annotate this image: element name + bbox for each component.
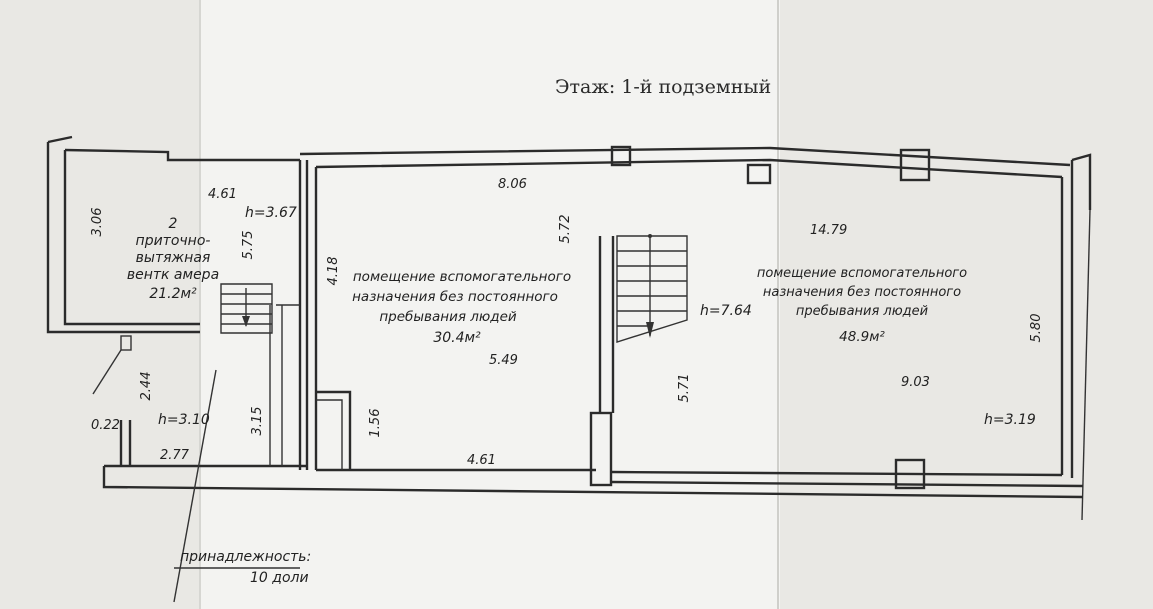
room-area: 21.2м² <box>149 286 197 302</box>
stair-left <box>220 283 273 334</box>
ownership-leader-line <box>173 369 217 603</box>
room-name-line: пребывания людей <box>379 309 517 325</box>
room-auxiliary-right: помещение вспомогательного назначения бе… <box>757 266 1036 428</box>
dim-5-71: 5.71 <box>677 374 692 403</box>
room-name-line: помещение вспомогательного <box>757 266 967 281</box>
room-area: 48.9м² <box>839 329 885 345</box>
dim-5-49: 5.49 <box>489 353 518 368</box>
dim-0-22: 0.22 <box>91 418 120 433</box>
corridor-height: h=3.10 <box>158 412 210 428</box>
room-number: 2 <box>169 216 178 232</box>
ownership-value: 10 доли <box>250 570 309 586</box>
dim-2-44: 2.44 <box>139 372 154 401</box>
room-name-line: пребывания людей <box>796 304 928 319</box>
dim-4-18: 4.18 <box>326 257 341 286</box>
dim-2-77: 2.77 <box>160 448 190 463</box>
dim-9-03: 9.03 <box>901 375 930 390</box>
ownership-note: принадлежность: 10 доли <box>180 549 311 586</box>
walls <box>46 135 1092 521</box>
room-ventilation: 2 приточно- вытяжная вентк амера 21.2м² … <box>127 205 297 302</box>
dim-3-06: 3.06 <box>90 208 105 237</box>
dim-5-75: 5.75 <box>241 231 256 260</box>
room-height: h=3.67 <box>245 205 297 221</box>
room-name-line: помещение вспомогательного <box>353 269 571 285</box>
room-height: h=3.19 <box>984 412 1036 428</box>
dim-1-56: 1.56 <box>368 409 383 438</box>
room-name-line: назначения без постоянного <box>352 289 558 305</box>
dim-5-72: 5.72 <box>558 215 573 244</box>
room-height: h=7.64 <box>700 303 752 319</box>
dim-14-79: 14.79 <box>810 223 847 238</box>
dim-4-61-bottom: 4.61 <box>467 453 496 468</box>
stair-center <box>616 234 688 343</box>
dim-3-15: 3.15 <box>250 407 265 436</box>
floor-title: Этаж: 1-й подземный <box>555 76 771 98</box>
dim-4-61-top: 4.61 <box>208 187 237 202</box>
ownership-label: принадлежность: <box>180 549 311 565</box>
room-name-line: вентк амера <box>127 267 219 283</box>
dim-5-80: 5.80 <box>1029 314 1044 343</box>
room-name-line: приточно- <box>136 233 211 249</box>
dimension-labels: 4.61 3.06 5.75 8.06 5.72 4.18 5.49 14.79… <box>90 177 1044 468</box>
room-name-line: вытяжная <box>136 250 211 266</box>
room-name-line: назначения без постоянного <box>763 285 961 300</box>
room-auxiliary-center: помещение вспомогательного назначения бе… <box>352 269 752 346</box>
room-area: 30.4м² <box>433 330 481 346</box>
dim-8-06: 8.06 <box>498 177 527 192</box>
